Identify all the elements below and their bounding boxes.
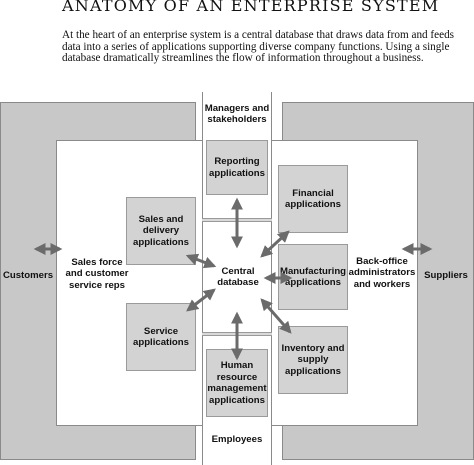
back-office-label: Back-office administrators and workers [348,255,416,290]
hr-applications: Human resource management applications [206,349,268,417]
employees-label: Employees [211,434,263,446]
strip-band-top [202,218,272,222]
sales-force-label: Sales force and customer service reps [65,256,129,291]
diagram-title: ANATOMY OF AN ENTERPRISE SYSTEM [62,0,440,15]
strip-band-bottom [202,332,272,336]
intro-paragraph: At the heart of an enterprise system is … [62,29,455,65]
inventory-supply-applications: Inventory and supply applications [278,326,348,394]
manufacturing-applications: Manufacturing applications [278,244,348,310]
customers-label: Customers [2,270,54,282]
service-applications: Service applications [126,303,196,371]
sales-delivery-applications: Sales and delivery applications [126,197,196,265]
suppliers-label: Suppliers [424,270,468,282]
financial-applications: Financial applications [278,165,348,233]
managers-label: Managers and stakeholders [204,102,270,126]
reporting-applications: Reporting applications [206,140,268,195]
central-database: Central database [217,265,259,289]
